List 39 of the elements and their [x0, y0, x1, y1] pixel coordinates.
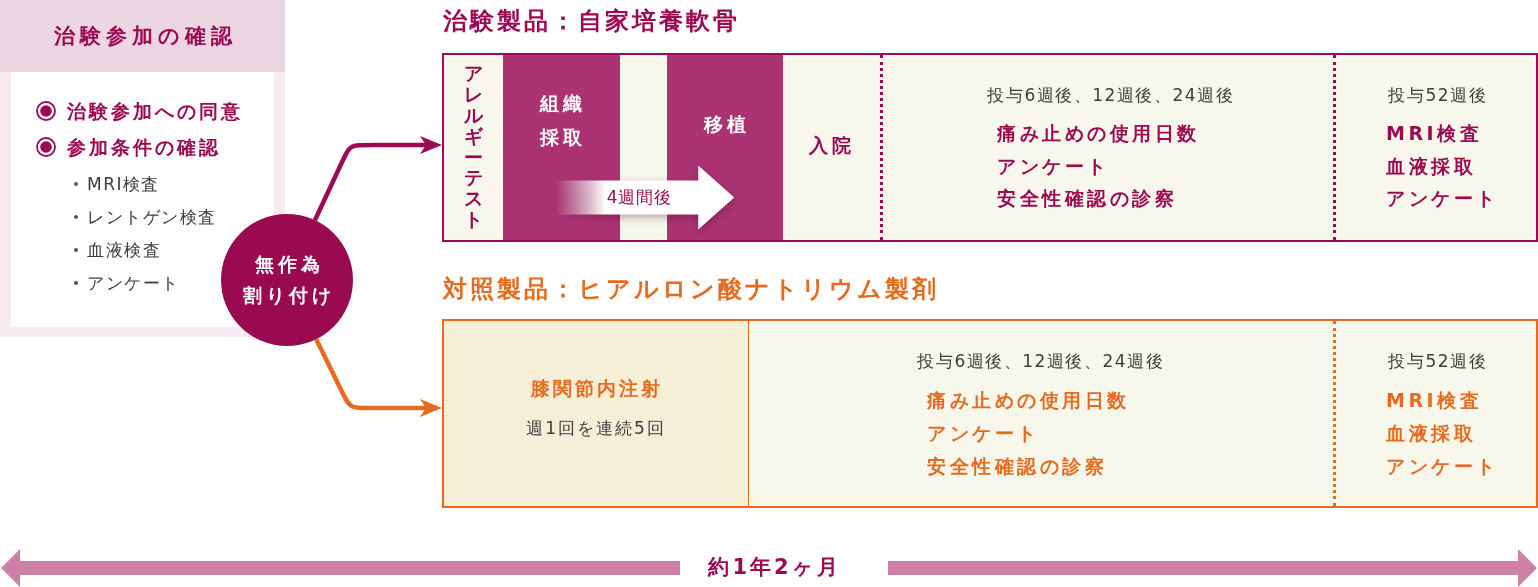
checklist-item: 治験参加への同意	[67, 98, 243, 124]
timing-note: 投与6週後、12週後、24週後	[986, 83, 1235, 107]
assessment-item: 痛み止めの使用日数	[927, 387, 1130, 413]
step-label: 組織採取	[538, 90, 586, 150]
assessment-item: 血液採取	[1386, 420, 1476, 446]
arrow	[314, 338, 442, 417]
checklist-item: 参加条件の確認	[67, 134, 221, 160]
group-heading: 治験製品：自家培養軟骨	[443, 6, 740, 38]
duration-label: 約1年2ヶ月	[706, 554, 841, 582]
group-heading: 対照製品：ヒアルロン酸ナトリウム製剤	[443, 274, 939, 306]
assessment-item: 安全性確認の診察	[997, 185, 1177, 211]
step-note: 週1回を連続5回	[525, 416, 666, 440]
assessment-item: MRI検査	[1386, 387, 1483, 413]
checklist-subitem: 血液検査	[87, 238, 161, 262]
timing-note: 投与52週後	[1387, 83, 1488, 107]
panel-heading: 治験参加の確認	[0, 0, 285, 72]
assessment-item: アンケート	[1386, 453, 1499, 479]
assessment-item: 安全性確認の診察	[927, 453, 1107, 479]
checklist-subitem: レントゲン検査	[87, 205, 217, 229]
vertical-step-label: アレルギーテスト	[463, 63, 483, 231]
assessment-item: 血液採取	[1386, 153, 1476, 179]
circle-label: 無作為割り付け	[242, 251, 335, 308]
assessment-item: アンケート	[1386, 185, 1499, 211]
checklist-subitem: アンケート	[87, 271, 180, 295]
timeline-step-cell	[444, 321, 749, 506]
timing-note: 投与6週後、12週後、24週後	[916, 349, 1165, 373]
step-label: 入院	[807, 132, 855, 158]
step-label: 移植	[702, 111, 750, 137]
timeline-panel	[442, 6, 1538, 242]
assessment-item: MRI検査	[1386, 120, 1483, 146]
step-label: 膝関節内注射	[529, 375, 663, 401]
timing-note: 投与52週後	[1387, 349, 1488, 373]
block-arrow	[555, 165, 735, 230]
assessment-item: アンケート	[927, 420, 1040, 446]
timeline-step-cell	[503, 55, 620, 240]
assessment-item: 痛み止めの使用日数	[997, 120, 1200, 146]
assessment-item: アンケート	[997, 153, 1110, 179]
checklist-subitem: MRI検査	[87, 172, 160, 196]
arrow	[312, 136, 442, 222]
